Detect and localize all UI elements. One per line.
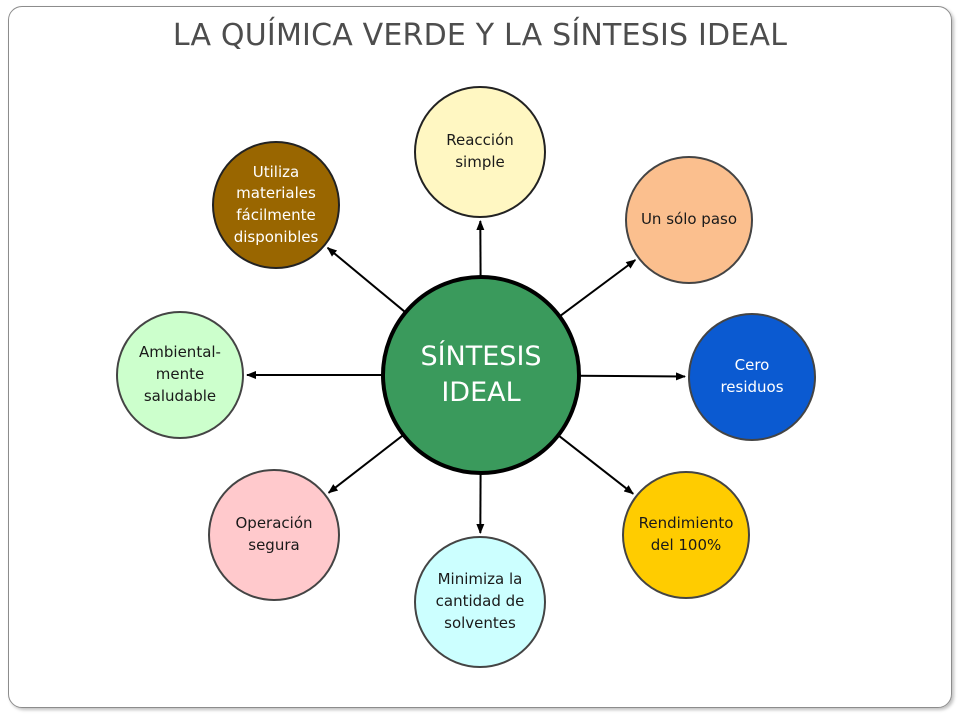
node-cero-residuos: Cero residuos [688, 313, 816, 441]
node-operacion-segura: Operación segura [208, 469, 340, 601]
central-node-sintesis-ideal: SÍNTESIS IDEAL [381, 275, 581, 475]
arrow-to-rendimiento [556, 433, 634, 495]
node-minimiza-solventes: Minimiza la cantidad de solventes [414, 536, 546, 668]
node-label: Utiliza materiales fácilmente disponible… [233, 162, 319, 246]
node-un-solo-paso: Un sólo paso [625, 156, 753, 284]
node-materiales-disponibles: Utiliza materiales fácilmente disponible… [212, 141, 340, 269]
node-reaccion-simple: Reacción simple [414, 86, 546, 218]
arrow-to-materiales-disponibles [326, 247, 408, 315]
node-label: Un sólo paso [640, 210, 738, 229]
node-label: Rendimiento del 100% [638, 514, 734, 554]
central-node-label: SÍNTESIS IDEAL [420, 340, 542, 408]
node-label: Ambiental- mente saludable [139, 343, 221, 405]
node-rendimiento: Rendimiento del 100% [622, 471, 750, 599]
node-label: Reacción simple [446, 131, 514, 171]
arrow-to-operacion-segura [327, 432, 406, 494]
slide-frame [8, 6, 952, 708]
node-label: Operación segura [235, 514, 313, 554]
node-label: Minimiza la cantidad de solventes [435, 570, 525, 632]
node-label: Cero residuos [720, 356, 784, 396]
arrow-to-un-solo-paso [557, 259, 637, 319]
page-title: LA QUÍMICA VERDE Y LA SÍNTESIS IDEAL [172, 18, 788, 53]
arrow-to-cero-residuos [576, 372, 686, 381]
node-ambientalmente-saludable: Ambiental- mente saludable [116, 311, 244, 439]
